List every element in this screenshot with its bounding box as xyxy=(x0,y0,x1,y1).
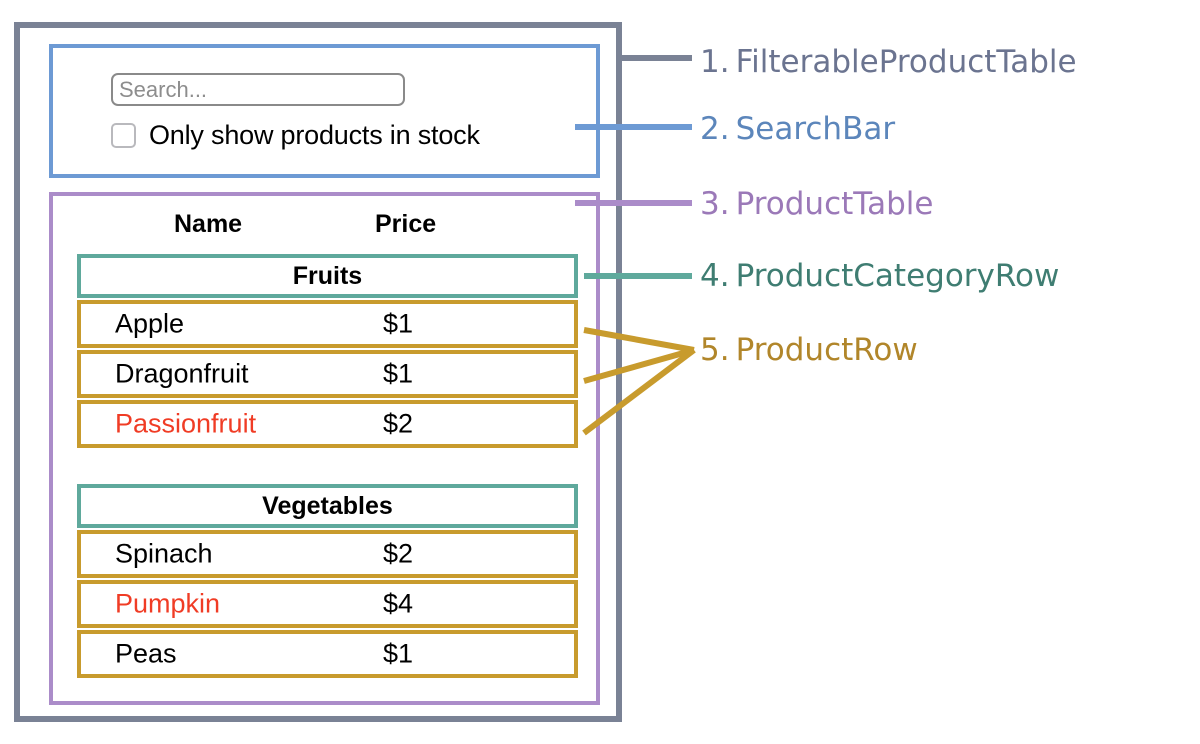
column-header-price: Price xyxy=(375,210,437,238)
product-name: Apple xyxy=(115,308,185,339)
only-in-stock-checkbox[interactable] xyxy=(111,123,136,148)
product-name: Passionfruit xyxy=(115,408,257,439)
product-table-rows: Fruits Apple $1 Dragonfruit $1 Passionfr… xyxy=(77,254,578,680)
product-name: Peas xyxy=(115,638,177,669)
column-header-name: Name xyxy=(174,210,243,238)
annotation-label-filterable-product-table: 1.FilterableProductTable xyxy=(700,44,1077,80)
annotation-label-product-category-row: 4.ProductCategoryRow xyxy=(700,258,1059,294)
annotation-label-search-bar: 2.SearchBar xyxy=(700,111,895,147)
product-price: $1 xyxy=(383,358,414,389)
product-table-box: Name Price Fruits Apple $1 Dragonfruit $… xyxy=(49,192,600,705)
annotation-label-product-row: 5.ProductRow xyxy=(700,332,918,368)
product-name: Spinach xyxy=(115,538,213,569)
only-in-stock-label: Only show products in stock xyxy=(149,120,480,150)
annotation-number: 3. xyxy=(700,186,730,222)
search-bar-box: Only show products in stock xyxy=(49,44,600,178)
product-category-label: Vegetables xyxy=(262,491,393,520)
annotation-number: 5. xyxy=(700,332,730,368)
product-row[interactable]: Dragonfruit $1 xyxy=(77,350,578,398)
annotation-number: 1. xyxy=(700,44,730,80)
product-name: Dragonfruit xyxy=(115,358,249,389)
annotation-text: ProductTable xyxy=(735,186,934,222)
product-category-row: Fruits xyxy=(77,254,578,298)
product-row[interactable]: Pumpkin $4 xyxy=(77,580,578,628)
product-row[interactable]: Spinach $2 xyxy=(77,530,578,578)
product-table-header: Name Price xyxy=(53,210,596,246)
product-row[interactable]: Passionfruit $2 xyxy=(77,400,578,448)
filterable-product-table-box: Only show products in stock Name Price F… xyxy=(14,22,622,722)
search-input[interactable] xyxy=(111,73,405,106)
product-name: Pumpkin xyxy=(115,588,221,619)
stock-filter-row[interactable]: Only show products in stock xyxy=(111,120,480,151)
product-price: $1 xyxy=(383,638,414,669)
product-row[interactable]: Apple $1 xyxy=(77,300,578,348)
annotation-text: ProductCategoryRow xyxy=(735,258,1060,294)
annotation-number: 4. xyxy=(700,258,730,294)
product-row[interactable]: Peas $1 xyxy=(77,630,578,678)
annotation-number: 2. xyxy=(700,111,730,147)
product-category-label: Fruits xyxy=(292,261,363,290)
product-price: $4 xyxy=(383,588,414,619)
product-price: $2 xyxy=(383,538,414,569)
product-price: $1 xyxy=(383,308,414,339)
product-price: $2 xyxy=(383,408,414,439)
annotation-text: FilterableProductTable xyxy=(735,44,1077,80)
annotation-label-product-table: 3.ProductTable xyxy=(700,186,933,222)
annotation-text: ProductRow xyxy=(735,332,918,368)
product-category-row: Vegetables xyxy=(77,484,578,528)
annotation-text: SearchBar xyxy=(735,111,896,147)
